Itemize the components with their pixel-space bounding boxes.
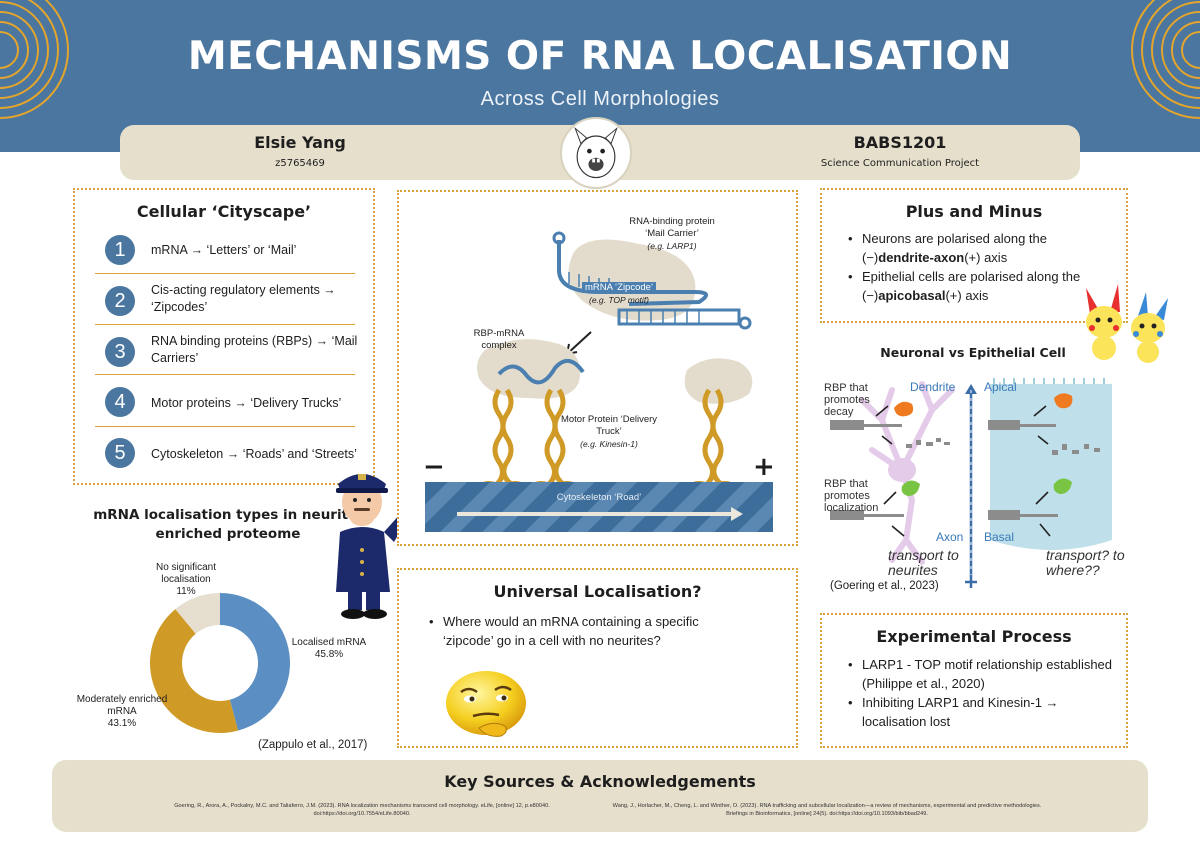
donut-chart-title: mRNA localisation types in neurite-enric… (93, 507, 363, 542)
divider (95, 374, 355, 375)
bullet-item: LARP1 - TOP motif relationship establish… (846, 655, 1116, 693)
pie-value: 11% (176, 586, 196, 597)
basal-label: Basal (984, 530, 1015, 544)
pie-label-moderately: Moderately enriched mRNA 43.1% (72, 694, 172, 730)
author-name: Elsie Yang (254, 133, 346, 152)
minus-sign: − (423, 452, 445, 482)
universal-title: Universal Localisation? (493, 582, 702, 601)
postman-figure-image (336, 474, 413, 619)
poster-title: MECHANISMS OF RNA LOCALISATION (187, 34, 1013, 79)
neuron-epithelial-diagram (830, 378, 1112, 588)
step-number: 3 (105, 337, 135, 367)
pie-label-localised: Localised mRNA 45.8% (284, 637, 374, 661)
bullet-item: Neurons are polarised along the (−)dendr… (846, 229, 1116, 267)
rbp-label: RNA-binding protein ‘Mail Carrier’ (e.g.… (629, 216, 715, 251)
reference-wang: Wang, J., Horlacher, M., Cheng, L. and W… (612, 803, 1042, 817)
cityscape-item: mRNA → ‘Letters’ or ‘Mail’ (151, 243, 297, 257)
concentric-arcs-decoration (0, 0, 69, 119)
step-number: 1 (105, 235, 135, 265)
divider (95, 273, 355, 274)
experimental-bullets: LARP1 - TOP motif relationship establish… (846, 655, 1116, 731)
reference-goering: Goering, R., Arora, A., Pockalny, M.C. a… (174, 803, 550, 817)
pie-label-no-significant: No significant localisation 11% (146, 562, 226, 598)
cityscape-item: Motor proteins → ‘Delivery Trucks’ (151, 396, 342, 410)
universal-localisation-panel: Universal Localisation? Where would an m… (397, 568, 798, 748)
experimental-title: Experimental Process (876, 627, 1072, 646)
neuron-epithelial-title: Neuronal vs Epithelial Cell (880, 345, 1066, 360)
pie-category: No significant localisation (155, 562, 217, 585)
citation-zappulo: (Zappulo et al., 2017) (258, 739, 368, 751)
mascot-characters-image (1086, 284, 1168, 363)
direction-arrow (457, 507, 743, 521)
cityscape-item: Cytoskeleton → ‘Roads’ and ‘Streets’ (151, 447, 357, 461)
step-number: 5 (105, 438, 135, 468)
step-number: 4 (105, 387, 135, 417)
footer-title: Key Sources & Acknowledgements (444, 772, 756, 791)
rna-transport-diagram-panel: Cytoskeleton ‘Road’ RNA-binding protein … (397, 190, 798, 546)
pie-value: 43.1% (107, 718, 137, 729)
axon-label: Axon (936, 530, 964, 544)
author-id: z5765469 (275, 158, 325, 169)
pie-category: Localised mRNA (291, 637, 367, 648)
sources-footer: Key Sources & Acknowledgements Goering, … (52, 760, 1148, 832)
thinking-face-emoji (446, 671, 526, 737)
bullet-item: Inhibiting LARP1 and Kinesin-1 → localis… (846, 693, 1116, 731)
apical-label: Apical (984, 380, 1017, 394)
experimental-process-panel: Experimental Process LARP1 - TOP motif r… (820, 613, 1128, 748)
divider (95, 324, 355, 325)
road-label: Cytoskeleton ‘Road’ (556, 492, 642, 503)
step-number: 2 (105, 286, 135, 316)
concentric-arcs-decoration (1131, 0, 1200, 119)
dendrite-label: Dendrite (910, 380, 956, 394)
rbp-decay-label: RBP that promotes decay (824, 382, 870, 418)
motor-protein-label: Motor Protein ‘Delivery Truck’ (e.g. Kin… (560, 414, 658, 449)
transport-neurites-label: transport to neurites (888, 547, 959, 578)
pie-category: Moderately enriched mRNA (76, 694, 168, 717)
course-code: BABS1201 (853, 133, 947, 152)
transport-where-label: transport? to where?? (1046, 547, 1125, 578)
universal-bullets: Where would an mRNA containing a specifi… (427, 612, 727, 650)
pie-value: 45.8% (314, 649, 344, 660)
donut-hole (182, 625, 258, 701)
plus-minus-title: Plus and Minus (905, 202, 1043, 221)
cityscape-title: Cellular ‘Cityscape’ (136, 202, 312, 221)
cytoskeleton-road: Cytoskeleton ‘Road’ (425, 482, 773, 532)
plus-minus-panel: Plus and Minus Neurons are polarised alo… (820, 188, 1128, 323)
course-project: Science Communication Project (820, 158, 980, 169)
donut-chart (150, 593, 290, 733)
poster-subtitle: Across Cell Morphologies (480, 88, 720, 110)
bullet-item: Where would an mRNA containing a specifi… (427, 612, 727, 650)
avatar (560, 117, 632, 189)
plus-minus-bullets: Neurons are polarised along the (−)dendr… (846, 229, 1116, 305)
cityscape-panel: Cellular ‘Cityscape’ 1 mRNA → ‘Letters’ … (73, 188, 375, 485)
cityscape-item: Cis-acting regulatory elements → ‘Zipcod… (151, 283, 336, 314)
bullet-item: Epithelial cells are polarised along the… (846, 267, 1116, 305)
citation-goering: (Goering et al., 2023) (830, 580, 939, 592)
complex-label: RBP-mRNA complex (473, 328, 525, 351)
divider (95, 426, 355, 427)
cityscape-item: RNA binding proteins (RBPs) → ‘Mail Carr… (151, 334, 358, 365)
plus-sign: + (753, 452, 775, 482)
zipcode-label: mRNA ‘Zipcode’ (e.g. TOP motif) (564, 282, 674, 307)
rbp-localization-label: RBP that promotes localization (824, 478, 879, 514)
